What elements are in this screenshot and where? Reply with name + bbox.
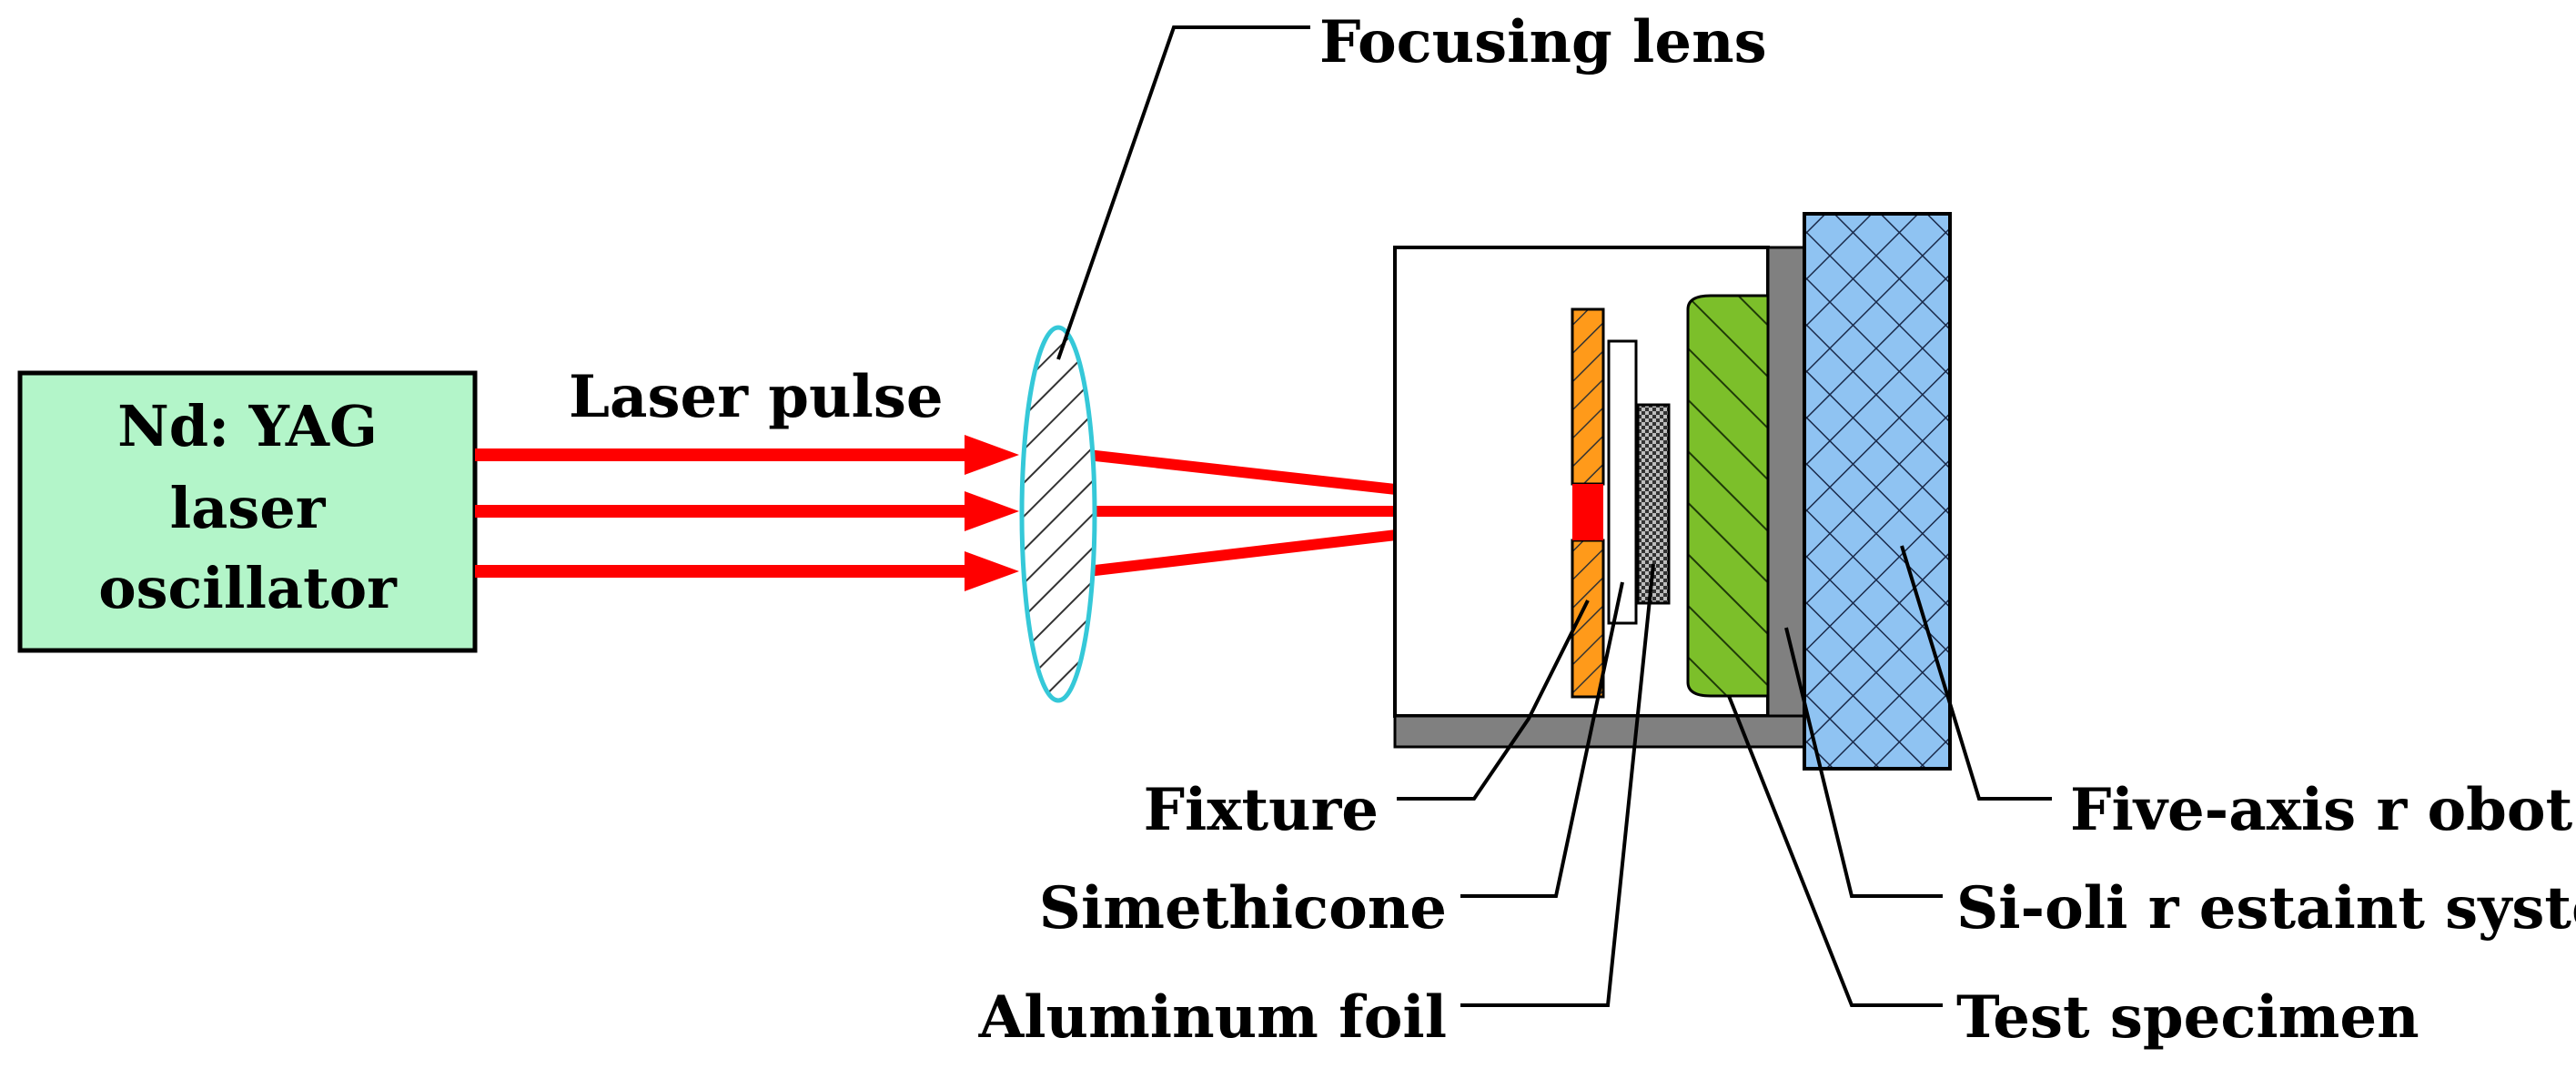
aluminum-foil-leader xyxy=(1460,563,1655,1007)
beam-bottom-arrowhead xyxy=(965,551,1019,591)
oscillator-label-line3: oscillator xyxy=(98,555,398,621)
fixture-upper xyxy=(1571,307,1605,486)
five-axis-robot-label: Five-axis r obot xyxy=(2070,776,2573,844)
simethicone-leader xyxy=(1460,581,1624,898)
simethicone-layer xyxy=(1607,339,1638,625)
test-specimen xyxy=(1686,294,1770,698)
five-axis-robot-leader xyxy=(1900,545,2052,801)
five-axis-robot xyxy=(1803,212,1952,771)
test-specimen-label: Test specimen xyxy=(1956,983,2419,1052)
focusing-lens-leader xyxy=(1056,25,1310,360)
laser-oscillator: Nd: YAG laser oscillator xyxy=(17,370,478,653)
beam-middle-arrowhead xyxy=(965,491,1019,531)
fixture-label: Fixture xyxy=(1144,776,1379,844)
laser-beams-incoming xyxy=(475,435,1019,591)
si-oli-label: Si-oli r estaint system xyxy=(1956,874,2576,942)
oscillator-label-line2: laser xyxy=(170,475,327,541)
beam-top-arrowhead xyxy=(965,435,1019,475)
focusing-lens-label: Focusing lens xyxy=(1319,8,1767,76)
oscillator-box xyxy=(17,370,478,653)
fixture-beam-gap xyxy=(1572,484,1603,540)
base-plate xyxy=(1393,714,1806,749)
specimen-chamber xyxy=(1393,246,1806,749)
focusing-lens xyxy=(1019,325,1097,703)
backing-plate xyxy=(1766,246,1806,718)
oscillator-label-line1: Nd: YAG xyxy=(117,393,378,459)
aluminum-foil-label: Aluminum foil xyxy=(978,983,1447,1052)
test-specimen-leader xyxy=(1727,695,1943,1007)
si-oli-leader xyxy=(1784,627,1943,898)
fixture-leader xyxy=(1397,599,1590,801)
simethicone-label: Simethicone xyxy=(1039,874,1447,942)
leader-lines xyxy=(1397,545,2052,1007)
laser-pulse-label: Laser pulse xyxy=(569,363,944,431)
